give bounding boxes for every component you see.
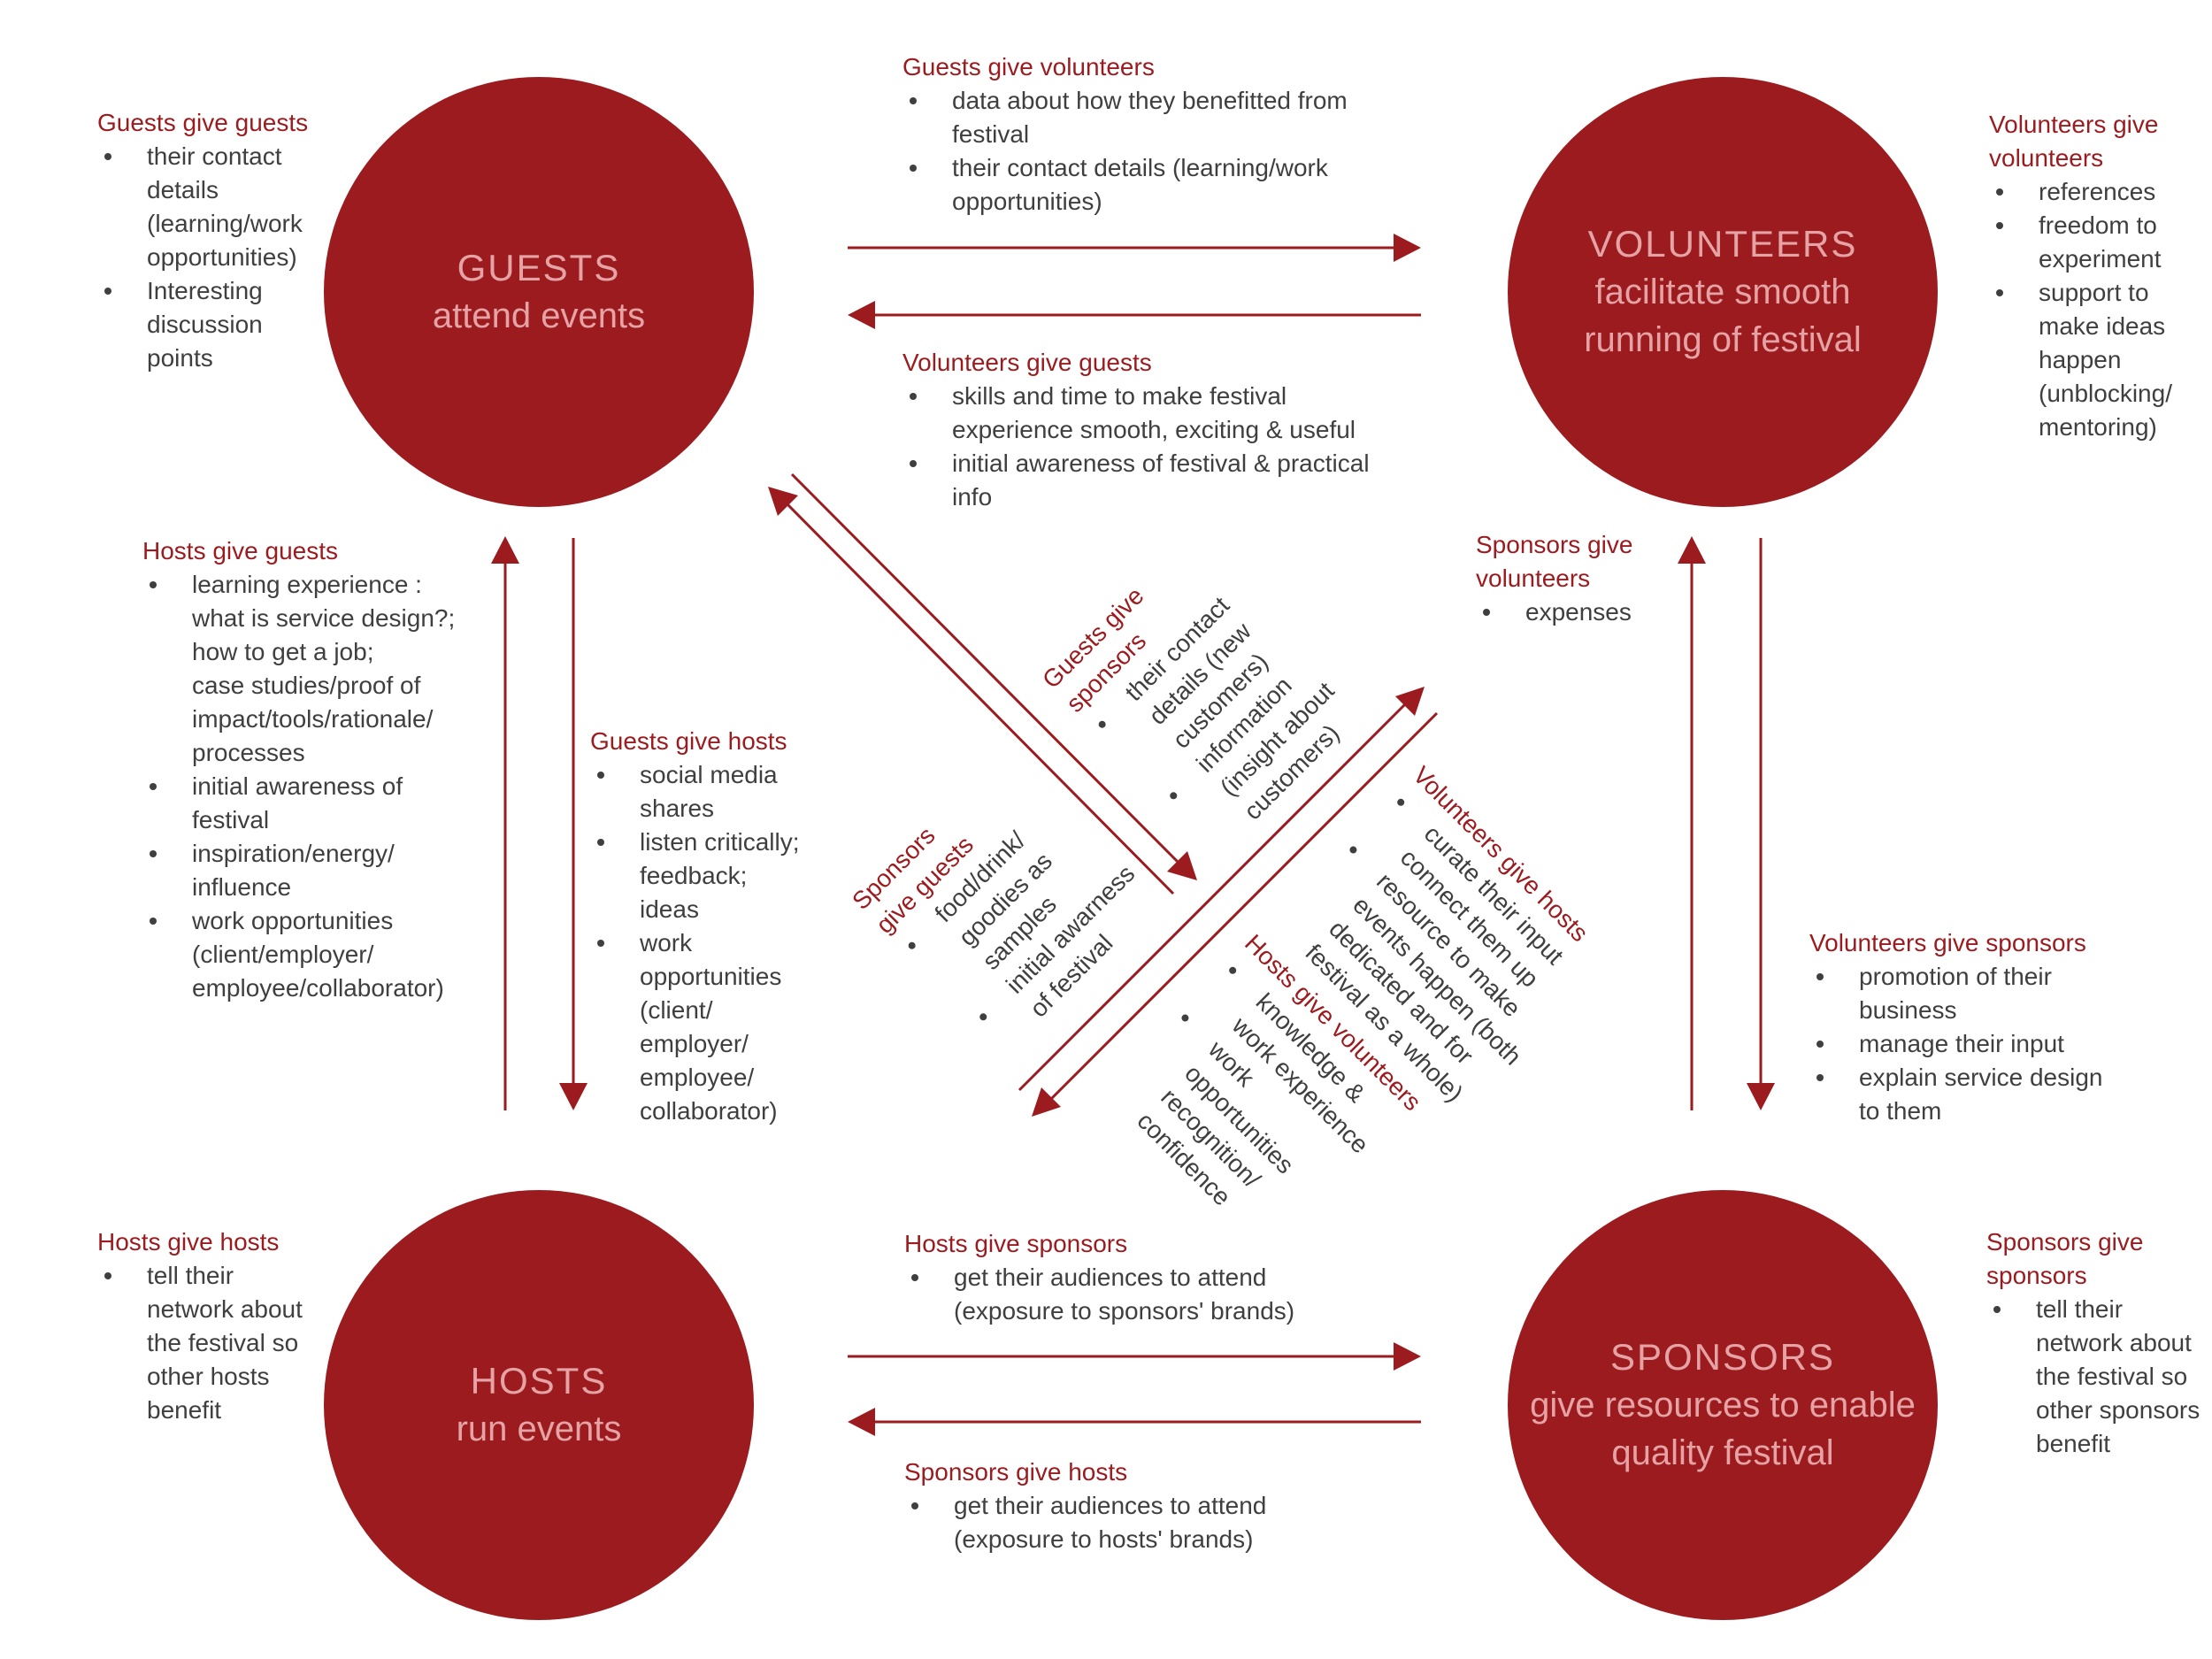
guests-subtitle: attend events [432, 296, 646, 335]
hosts-title: HOSTS [470, 1360, 608, 1402]
exchange-item: listen critically;feedback;ideas [590, 826, 856, 926]
hosts-node: HOSTS run events [324, 1190, 754, 1620]
guests-give-volunteers: Guests give volunteers data about how the… [902, 50, 1451, 219]
exchange-item: get their audiences to attend(exposure t… [904, 1261, 1435, 1328]
guests-title: GUESTS [457, 247, 621, 288]
exchange-heading: Hosts give guests [142, 537, 338, 565]
sponsors-title: SPONSORS [1609, 1336, 1836, 1378]
volunteers-subtitle-line2: running of festival [1584, 320, 1862, 359]
hosts-give-sponsors: Hosts give sponsors get their audiences t… [904, 1227, 1435, 1328]
arrow-volunteers-to-hosts [1046, 711, 1439, 1104]
exchange-item: inspiration/energy/influence [142, 837, 514, 904]
volunteers-give-sponsors: Volunteers give sponsors promotion of the… [1809, 926, 2181, 1128]
exchange-heading: Volunteers give guests [902, 349, 1152, 376]
hosts-subtitle: run events [456, 1409, 622, 1448]
exchange-item: learning experience :what is service des… [142, 568, 514, 770]
exchange-item: references [1989, 175, 2201, 209]
guests-node: GUESTS attend events [324, 77, 754, 507]
exchange-item: initial awareness of festival & practica… [902, 447, 1451, 514]
volunteers-node: VOLUNTEERS facilitate smooth running of … [1508, 77, 1938, 507]
exchange-list: get their audiences to attend(exposure t… [904, 1261, 1435, 1328]
arrow-hosts-to-volunteers [1018, 699, 1410, 1092]
exchange-heading: Guests give guests [97, 109, 309, 136]
sponsors-give-hosts: Sponsors give hosts get their audiences t… [904, 1455, 1435, 1556]
exchange-heading: Guests give hosts [590, 727, 787, 755]
exchange-list: learning experience :what is service des… [142, 568, 514, 1005]
volunteers-subtitle-line1: facilitate smooth [1594, 273, 1851, 311]
exchange-item: manage their input [1809, 1027, 2181, 1061]
exchange-list: expenses [1476, 595, 1688, 629]
exchange-item: work opportunities(client/employer/emplo… [142, 904, 514, 1005]
sponsors-node: SPONSORS give resources to enable qualit… [1508, 1190, 1938, 1620]
sponsors-subtitle-line1: give resources to enable [1530, 1386, 1916, 1425]
hosts-give-guests: Hosts give guests learning experience :wh… [142, 534, 514, 1005]
volunteers-title: VOLUNTEERS [1587, 223, 1858, 265]
exchange-heading: Volunteers give sponsors [1809, 929, 2086, 956]
sponsors-subtitle-line2: quality festival [1611, 1433, 1834, 1472]
exchange-heading: Guests give volunteers [902, 53, 1155, 81]
exchange-item: get their audiences to attend(exposure t… [904, 1489, 1435, 1556]
exchange-heading: Hosts give hosts [97, 1228, 280, 1256]
exchange-heading: Sponsors give hosts [904, 1458, 1128, 1486]
volunteers-give-guests: Volunteers give guests skills and time to… [902, 346, 1451, 514]
exchange-item: expenses [1476, 595, 1688, 629]
exchange-list: get their audiences to attend(exposure t… [904, 1489, 1435, 1556]
exchange-heading: Hosts give sponsors [904, 1230, 1128, 1257]
